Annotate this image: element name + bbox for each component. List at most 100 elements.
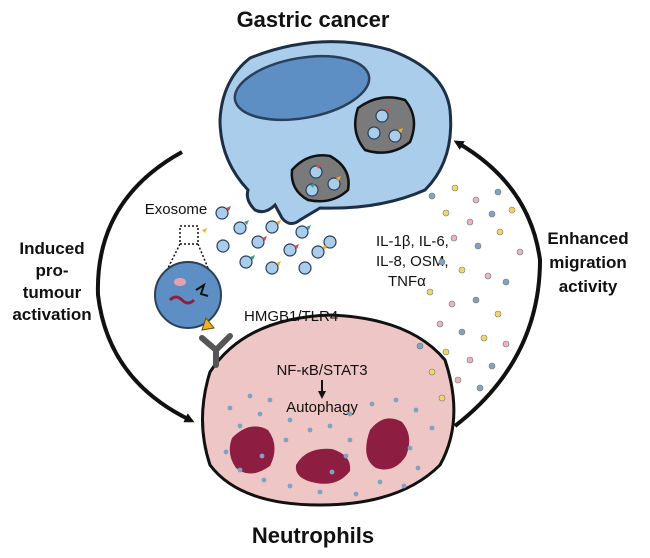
granule xyxy=(429,425,435,431)
right-label-line-3: activity xyxy=(559,277,618,296)
granule xyxy=(317,489,323,495)
exosome-cargo-marker xyxy=(276,220,281,225)
cytokine-dot xyxy=(472,296,480,304)
cytokine-dot xyxy=(458,266,466,274)
exosome-protein xyxy=(195,282,209,297)
intra-exosome xyxy=(375,109,389,123)
granule xyxy=(347,411,353,417)
exosome-zoom-box xyxy=(179,225,199,245)
cytokine-dot xyxy=(516,248,524,256)
exosome-cargo-marker xyxy=(250,255,255,260)
cytokine-dot xyxy=(466,356,474,364)
granule xyxy=(287,417,293,423)
exosome xyxy=(215,206,229,220)
granule xyxy=(401,483,407,489)
granule xyxy=(413,407,419,413)
intra-exosome xyxy=(305,183,319,197)
granule xyxy=(257,411,263,417)
zoom-line-left xyxy=(167,243,181,269)
cytokine-dot xyxy=(484,272,492,280)
exosome-cargo-marker xyxy=(322,245,327,250)
tlr4-receptor xyxy=(199,333,233,368)
granule xyxy=(287,483,293,489)
cytokine-dot xyxy=(494,188,502,196)
neutrophil-nucleus-lobe xyxy=(229,426,275,474)
cytokine-dot xyxy=(438,258,446,266)
cytokines-line-1: IL-1β, IL-6, xyxy=(376,233,449,250)
exosome-label: Exosome xyxy=(145,201,208,218)
exosome-cargo-marker xyxy=(226,206,231,211)
cytokine-dot xyxy=(428,192,436,200)
left-label-line-4: activation xyxy=(12,305,91,324)
exosome-cargo-marker xyxy=(276,261,281,266)
intra-exosome xyxy=(367,126,381,140)
exosome xyxy=(298,261,312,275)
right-cycle-arrow xyxy=(453,140,543,428)
cytokine-dot xyxy=(416,342,424,350)
granule xyxy=(261,477,267,483)
granule xyxy=(283,437,289,443)
enlarged-exosome-body xyxy=(154,261,222,329)
cytokine-dot xyxy=(466,218,474,226)
cytokine-dot xyxy=(474,242,482,250)
cytokine-dot xyxy=(442,348,450,356)
granule xyxy=(259,453,265,459)
exosome xyxy=(265,261,279,275)
granule xyxy=(343,453,349,459)
granule xyxy=(407,445,413,451)
cytokine-dot xyxy=(476,384,484,392)
granule xyxy=(329,469,335,475)
cytokine-dot xyxy=(488,362,496,370)
multivesicular-body-1 xyxy=(353,96,416,154)
granule xyxy=(327,423,333,429)
cytokine-dot xyxy=(494,310,502,318)
cytokine-dot xyxy=(458,328,466,336)
exosome xyxy=(283,243,297,257)
cytokine-dot xyxy=(438,394,446,402)
cytokine-dot xyxy=(454,376,462,384)
cytokine-dot xyxy=(448,300,456,308)
pathway-label: NF-κB/STAT3 xyxy=(276,362,367,379)
exosome-cargo-marker xyxy=(262,236,267,241)
granule xyxy=(227,405,233,411)
granule xyxy=(237,423,243,429)
exosome-cargo-marker xyxy=(306,225,311,230)
cytokine-dot xyxy=(442,209,450,217)
granule xyxy=(415,465,421,471)
cytokine-dot xyxy=(426,288,434,296)
exosome xyxy=(311,245,325,259)
granule xyxy=(237,467,243,473)
enlarged-exosome xyxy=(154,261,222,329)
cytokines-line-3: TNFα xyxy=(388,273,426,290)
exosome-cargo-marker xyxy=(202,228,207,233)
granule xyxy=(223,449,229,455)
cancer-cell-nucleus xyxy=(233,54,371,122)
granule xyxy=(377,479,383,485)
cytokine-dot xyxy=(472,196,480,204)
granule xyxy=(393,397,399,403)
right-label-line-1: Enhanced xyxy=(547,229,628,248)
granule xyxy=(347,437,353,443)
exosome-cargo-marker xyxy=(385,108,390,113)
cytokine-dot xyxy=(480,334,488,342)
exosome-rna xyxy=(168,295,196,305)
exosome xyxy=(239,255,253,269)
cytokine-dot xyxy=(496,228,504,236)
granule xyxy=(369,401,375,407)
cytokine-dot xyxy=(502,340,510,348)
cytokine-dot xyxy=(451,184,459,192)
intra-exosome xyxy=(327,177,341,191)
exosome-cargo-marker xyxy=(310,183,315,188)
title-gastric-cancer: Gastric cancer xyxy=(237,7,390,32)
neutrophil-nucleus-lobe xyxy=(295,448,351,484)
exosome xyxy=(265,220,279,234)
left-label-line-1: Induced xyxy=(19,239,84,258)
receptor-label: HMGB1/TLR4 xyxy=(244,308,338,325)
zoom-line-right xyxy=(197,243,209,269)
exosome xyxy=(295,225,309,239)
hmgb1-ligand xyxy=(201,316,215,331)
exosome-cargo-marker xyxy=(336,176,341,181)
cytokine-dot xyxy=(502,278,510,286)
